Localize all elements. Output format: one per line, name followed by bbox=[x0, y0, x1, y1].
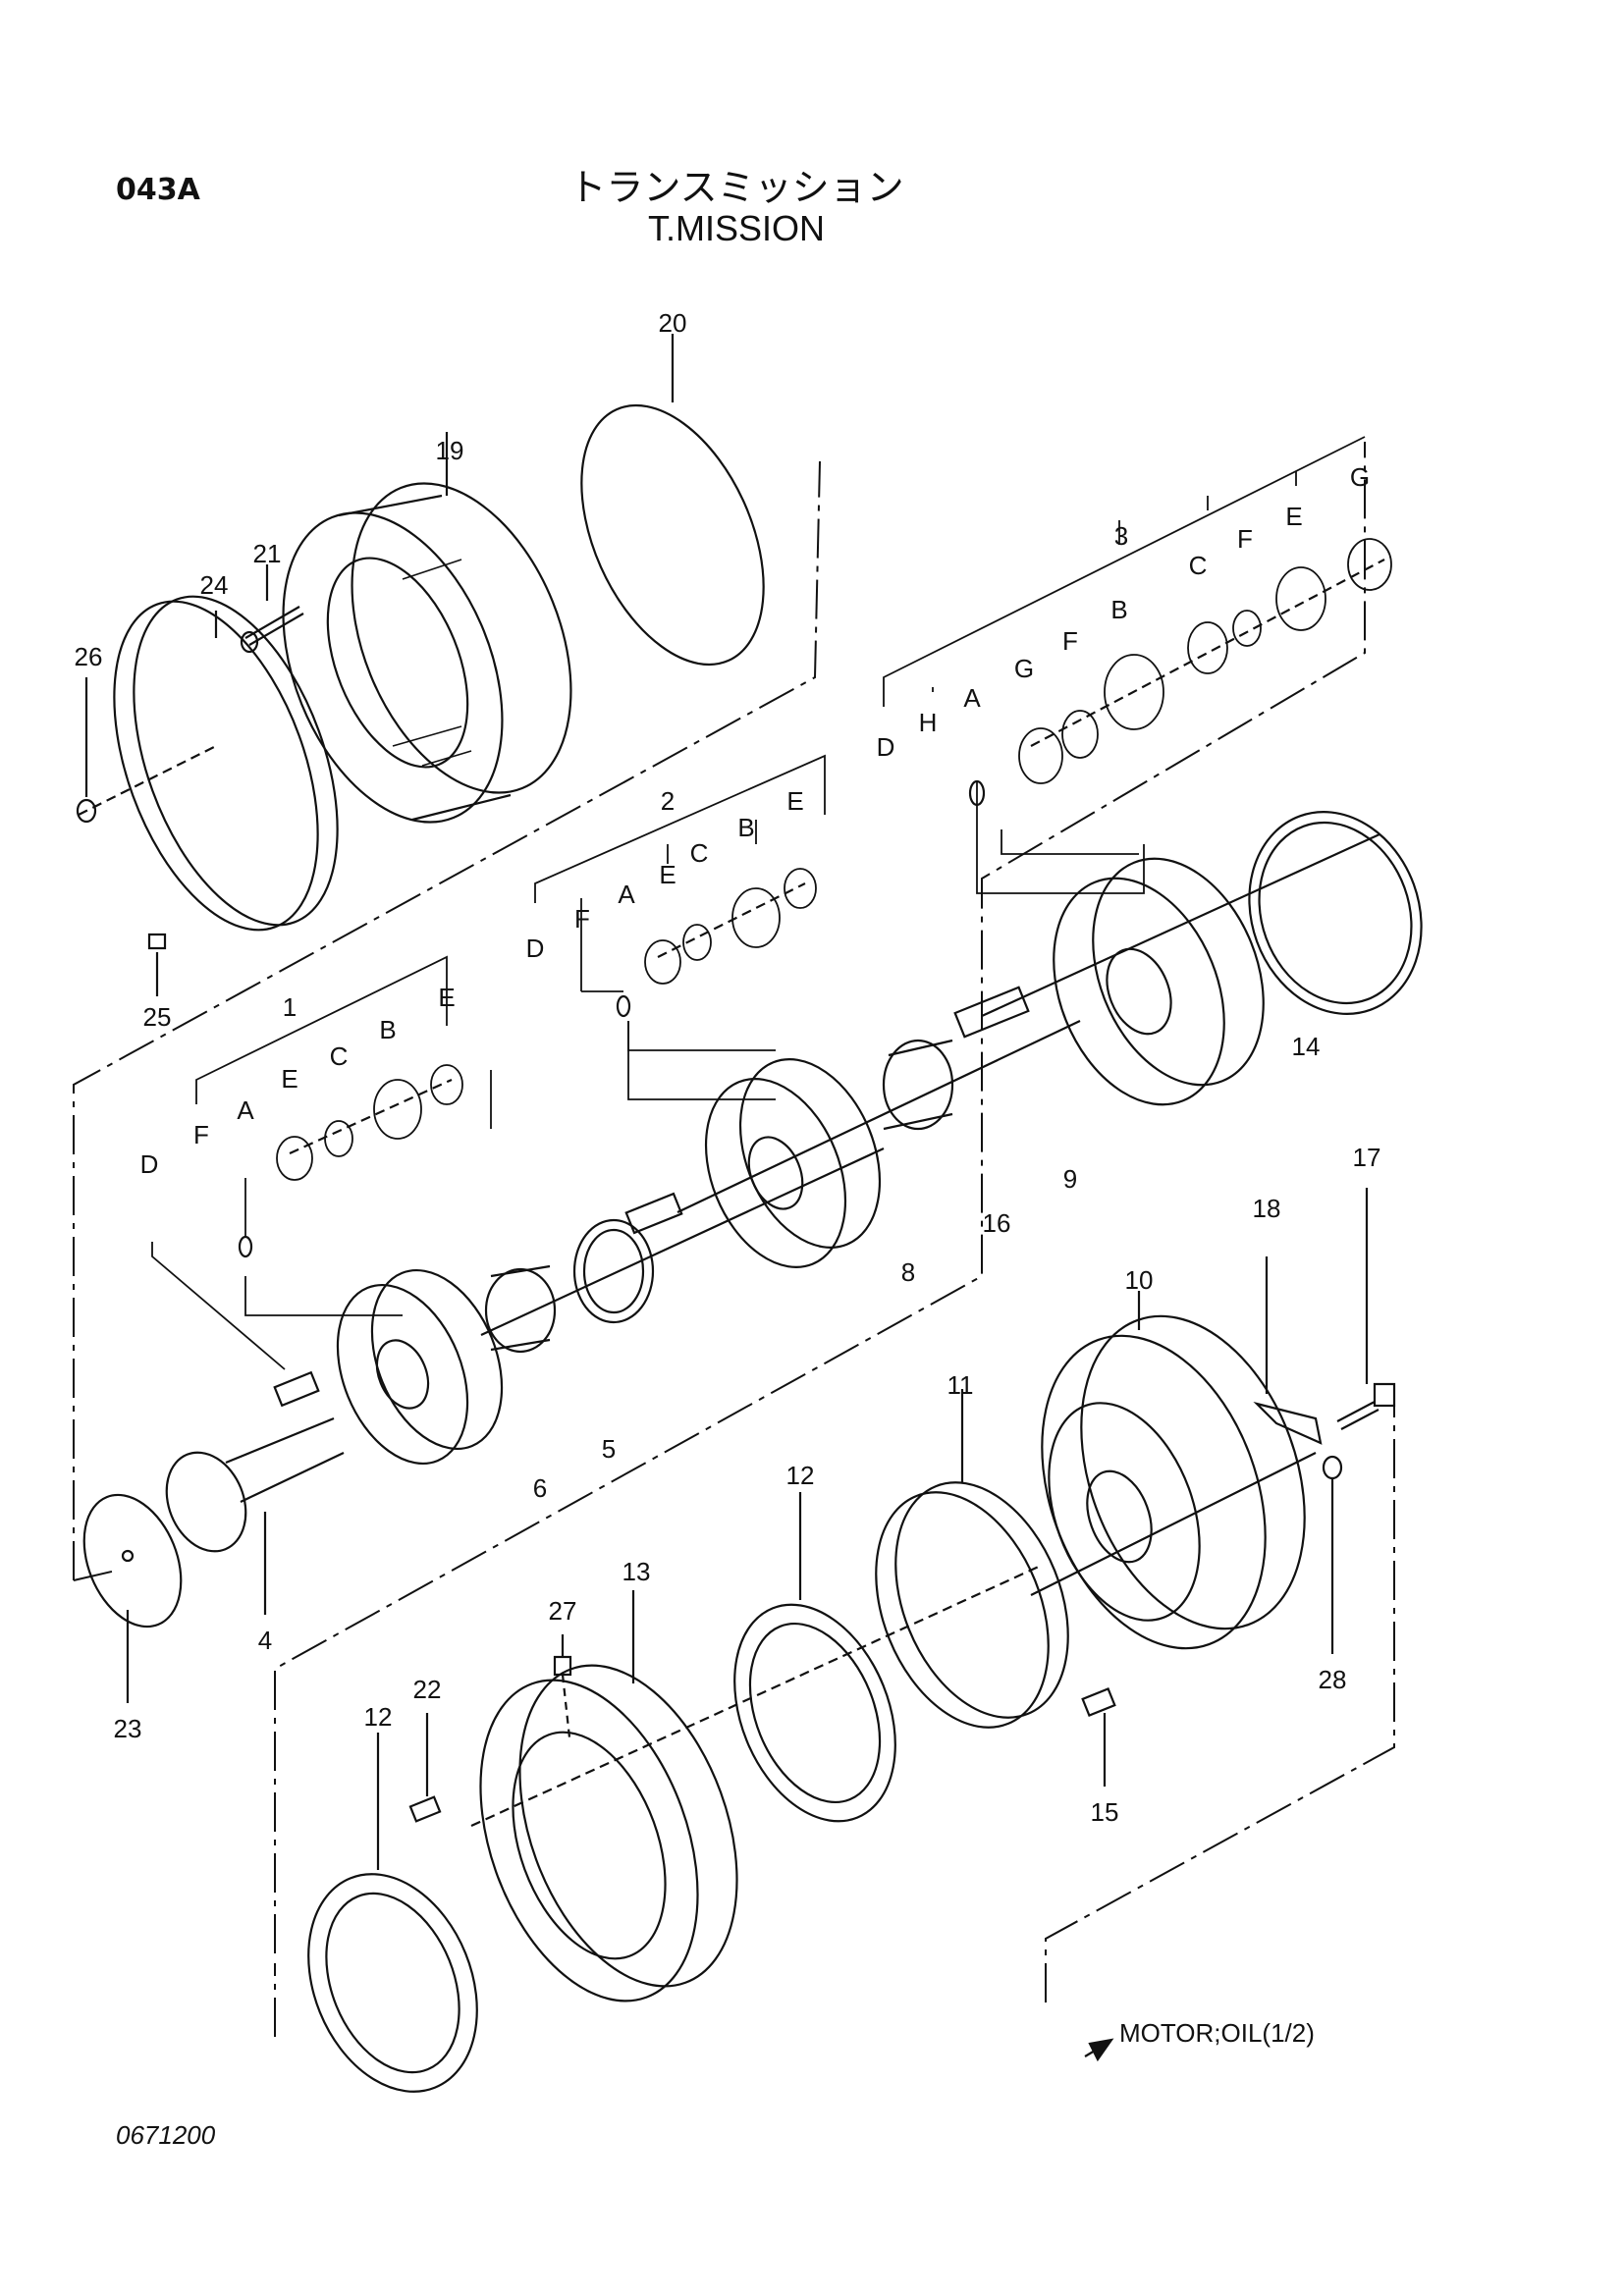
callout-24: 24 bbox=[200, 570, 229, 600]
label-3-g-right: G bbox=[1350, 462, 1370, 492]
title-japanese: トランスミッション bbox=[568, 166, 904, 209]
bracket-lines-2 bbox=[534, 754, 826, 1100]
callout-10: 10 bbox=[1125, 1265, 1154, 1295]
label-2-b: B bbox=[737, 813, 754, 842]
callout-13: 13 bbox=[622, 1557, 651, 1586]
callout-21: 21 bbox=[253, 539, 282, 568]
label-1-e-right: E bbox=[438, 983, 455, 1012]
label-3-c: C bbox=[1189, 551, 1208, 580]
label-3-e: E bbox=[1285, 502, 1302, 531]
carrier-assembly-2 bbox=[616, 868, 1081, 1268]
reference-note: MOTOR;OIL(1/2) bbox=[1119, 2018, 1315, 2048]
page-code: 043A bbox=[116, 173, 200, 207]
plug-26 bbox=[76, 677, 97, 824]
callout-14: 14 bbox=[1292, 1032, 1321, 1061]
carrier-assembly-3 bbox=[953, 538, 1423, 1106]
callout-8: 8 bbox=[901, 1257, 915, 1287]
callout-6: 6 bbox=[533, 1473, 547, 1503]
plug-27 bbox=[553, 1634, 572, 1738]
callout-23: 23 bbox=[114, 1714, 142, 1743]
label-1-f: F bbox=[193, 1120, 209, 1149]
label-3-h: H bbox=[919, 708, 938, 737]
label-2-f: F bbox=[574, 904, 590, 934]
label-1-b: B bbox=[379, 1015, 396, 1044]
label-3-g-left: G bbox=[1014, 654, 1034, 683]
sub-part-labels: G E F C B F G A H D E B C E A F D E B C … bbox=[140, 462, 1371, 1179]
reference-arrow bbox=[1084, 2038, 1114, 2062]
o-ring-20 bbox=[580, 334, 765, 667]
callout-3: 3 bbox=[1114, 521, 1128, 551]
callout-2: 2 bbox=[661, 786, 675, 816]
hub-housing-10 bbox=[1030, 1291, 1317, 1650]
callout-20: 20 bbox=[659, 308, 687, 338]
callout-17: 17 bbox=[1353, 1143, 1381, 1172]
callout-15: 15 bbox=[1091, 1797, 1119, 1827]
drawing-number: 0671200 bbox=[116, 2120, 216, 2150]
pin-22 bbox=[408, 1713, 442, 1823]
label-2-d: D bbox=[526, 934, 545, 963]
flange-housing-13 bbox=[470, 1564, 1042, 2002]
callout-labels: 20 19 21 24 26 25 3 2 1 14 16 9 8 5 6 4 … bbox=[75, 308, 1381, 1827]
callout-11: 11 bbox=[947, 1370, 974, 1400]
pin-15 bbox=[1081, 1686, 1116, 1787]
bolt-21 bbox=[240, 564, 304, 654]
bearing-12-lower bbox=[307, 1733, 478, 2093]
callout-25: 25 bbox=[143, 1002, 172, 1032]
bolt-17 bbox=[1336, 1188, 1396, 1430]
label-2-e-left: E bbox=[659, 860, 676, 889]
callout-12-lower: 12 bbox=[364, 1702, 393, 1732]
callout-26: 26 bbox=[75, 642, 103, 671]
plug-25 bbox=[147, 933, 167, 996]
title-english: T.MISSION bbox=[647, 208, 826, 248]
label-1-c: C bbox=[330, 1041, 349, 1071]
label-1-d: D bbox=[140, 1149, 159, 1179]
callout-4: 4 bbox=[258, 1626, 272, 1655]
thrust-plate-23 bbox=[82, 1493, 183, 1703]
callout-18: 18 bbox=[1253, 1194, 1281, 1223]
callout-9: 9 bbox=[1063, 1164, 1077, 1194]
callout-1: 1 bbox=[283, 992, 297, 1022]
callout-16: 16 bbox=[983, 1208, 1011, 1238]
label-3-f-right: F bbox=[1237, 524, 1253, 554]
callout-12-upper: 12 bbox=[786, 1461, 815, 1490]
bracket-lines-3 bbox=[883, 436, 1366, 894]
label-3-a: A bbox=[963, 683, 981, 713]
callout-27: 27 bbox=[549, 1596, 577, 1626]
label-2-e-right: E bbox=[786, 786, 803, 816]
label-3-d: D bbox=[877, 732, 895, 762]
label-2-c: C bbox=[690, 838, 709, 868]
bearing-12-upper bbox=[733, 1492, 896, 1823]
callout-22: 22 bbox=[413, 1675, 442, 1704]
assembly-boundary-lines bbox=[73, 442, 1395, 2037]
callout-19: 19 bbox=[436, 436, 464, 465]
label-3-b: B bbox=[1110, 595, 1127, 624]
label-1-e-left: E bbox=[281, 1064, 298, 1094]
cover-24 bbox=[78, 595, 339, 932]
label-1-a: A bbox=[237, 1095, 254, 1125]
bracket-lines-1 bbox=[151, 955, 492, 1370]
plug-28 bbox=[1322, 1455, 1343, 1654]
ring-gear-19 bbox=[282, 432, 572, 824]
callout-5: 5 bbox=[602, 1434, 616, 1464]
label-2-a: A bbox=[618, 880, 635, 909]
floating-seal-11 bbox=[875, 1389, 1069, 1729]
lock-plate-18 bbox=[1253, 1256, 1323, 1445]
shaft-4 bbox=[165, 1416, 345, 1615]
callout-28: 28 bbox=[1319, 1665, 1347, 1694]
carrier-assembly-1 bbox=[238, 1064, 885, 1466]
label-3-f-left: F bbox=[1062, 626, 1078, 656]
